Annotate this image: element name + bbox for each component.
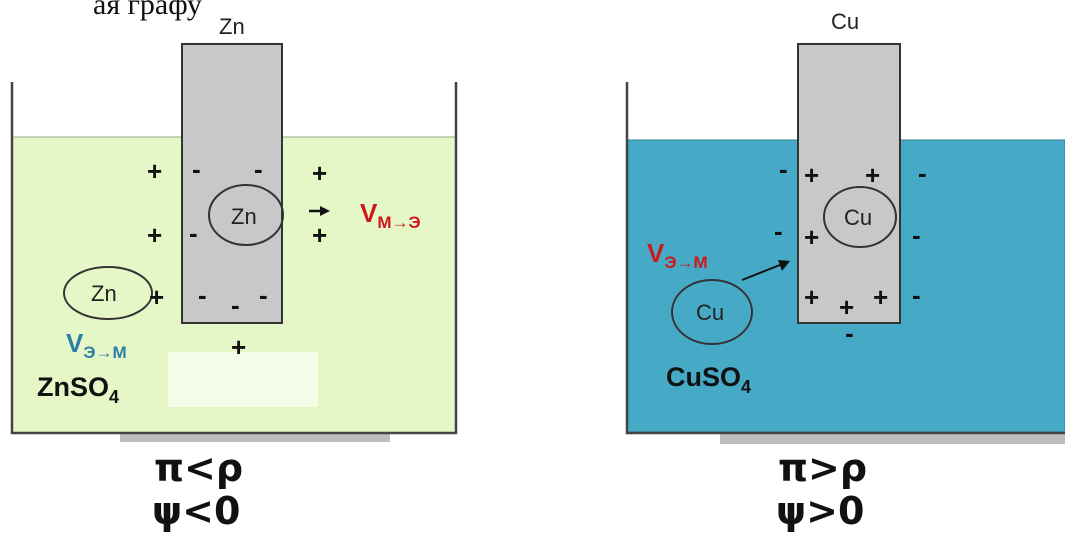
left-cell: Zn Zn Zn + - - + + - + + - - - + VМ→Э VЭ… [12, 14, 456, 533]
velocity-main: V [66, 328, 84, 358]
charge-minus: - [198, 280, 207, 310]
charge-plus: + [147, 156, 162, 186]
charge-minus: - [259, 280, 268, 310]
charge-plus: + [312, 220, 327, 250]
right-cell: Cu Cu Cu - + + - - + - + + + - - VЭ→М Cu… [627, 9, 1065, 533]
charge-minus: - [254, 154, 263, 184]
relation-line-2: ψ<0 [152, 489, 240, 533]
charge-minus: - [779, 154, 788, 184]
charge-plus: + [147, 220, 162, 250]
salt-main: CuSO [666, 362, 741, 392]
charge-minus: - [192, 154, 201, 184]
charge-plus: + [804, 222, 819, 252]
charge-plus: + [804, 282, 819, 312]
salt-formula: ZnSO4 [37, 372, 119, 407]
charge-plus: + [149, 282, 164, 312]
velocity-subscript: Э→М [83, 343, 126, 362]
velocity-subscript: Э→М [664, 253, 707, 272]
header-fragment: ая графу [93, 0, 202, 21]
charge-plus: + [865, 160, 880, 190]
velocity-subscript: М→Э [377, 213, 420, 232]
relation-line-1: π>ρ [778, 446, 867, 490]
velocity-main: V [360, 198, 378, 228]
salt-main: ZnSO [37, 372, 109, 402]
zn-solution-ion-label: Zn [91, 281, 117, 306]
salt-subscript: 4 [741, 377, 751, 397]
charge-minus: - [845, 318, 854, 348]
salt-subscript: 4 [109, 387, 119, 407]
zn-electrode-label: Zn [219, 14, 245, 39]
salt-formula: CuSO4 [666, 362, 751, 397]
zn-metal-ion-label: Zn [231, 204, 257, 229]
cu-solution-ion-label: Cu [696, 300, 724, 325]
charge-plus: + [231, 332, 246, 362]
charge-minus: - [231, 290, 240, 320]
charge-plus: + [804, 160, 819, 190]
relation-line-2: ψ>0 [776, 489, 864, 533]
charge-plus: + [312, 158, 327, 188]
velocity-main: V [647, 238, 665, 268]
charge-minus: - [912, 220, 921, 250]
charge-minus: - [774, 216, 783, 246]
charge-minus: - [189, 218, 198, 248]
relation-line-1: π<ρ [154, 446, 243, 490]
charge-minus: - [912, 280, 921, 310]
charge-plus: + [873, 282, 888, 312]
charge-minus: - [918, 158, 927, 188]
cu-electrode-label: Cu [831, 9, 859, 34]
cu-metal-ion-label: Cu [844, 205, 872, 230]
